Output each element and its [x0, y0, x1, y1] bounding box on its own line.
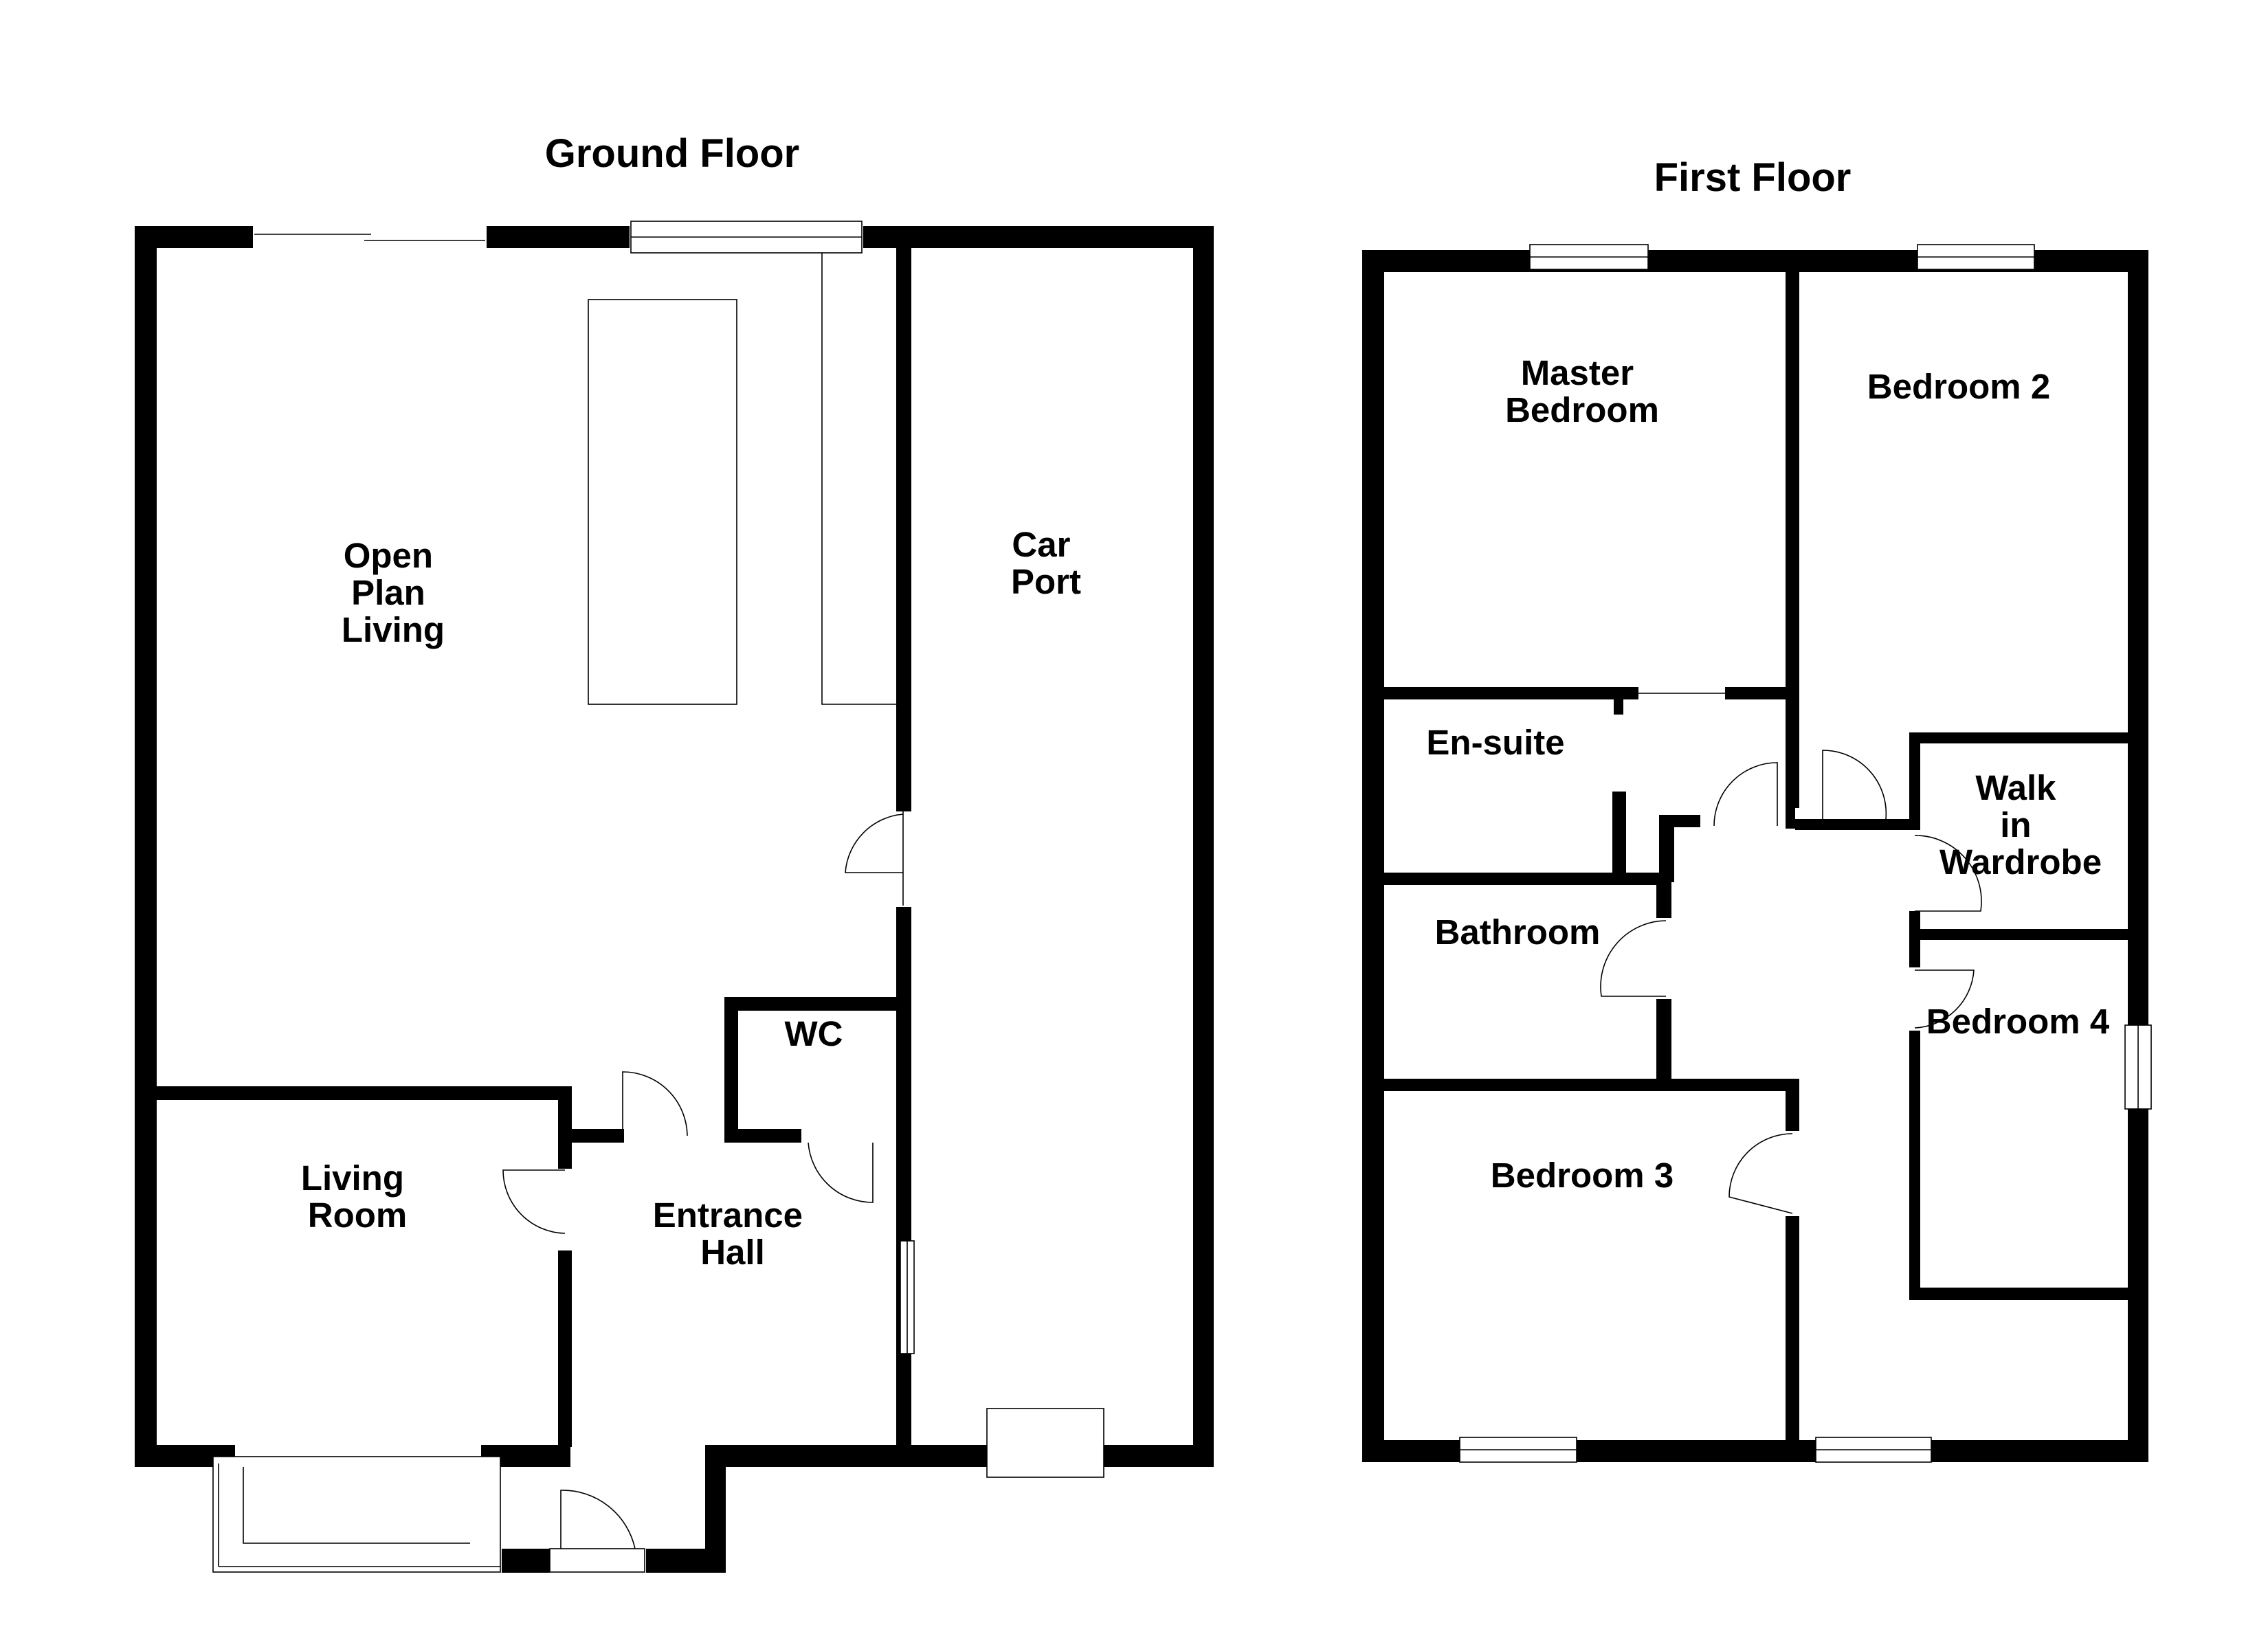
room-bedroom-2: Bedroom 2 — [1867, 367, 2050, 406]
room-en-suite: En-suite — [1426, 723, 1564, 762]
room-living-room: Living Room — [301, 1158, 414, 1235]
room-wc: WC — [785, 1014, 843, 1053]
room-entrance-hall: Entrance Hall — [653, 1196, 812, 1272]
first-floor-title: First Floor — [1654, 155, 1852, 200]
room-open-plan-living: Open Plan Living — [342, 536, 445, 649]
room-walk-in-wardrobe: Walk in Wardrobe — [1939, 768, 2102, 882]
ground-floor-title: Ground Floor — [545, 131, 800, 176]
first-floor-fittings — [1459, 244, 2152, 1463]
room-car-port: Car Port — [1011, 525, 1081, 601]
first-floor-room-labels: Master Bedroom Bedroom 2 En-suite Walk i… — [1426, 353, 2109, 1195]
room-bedroom-4: Bedroom 4 — [1926, 1002, 2110, 1041]
first-floor-walls — [1362, 250, 2148, 1462]
first-floor-plan: First Floor — [1362, 155, 2152, 1463]
room-master-bedroom: Master Bedroom — [1505, 353, 1659, 429]
ground-floor-room-labels: Open Plan Living Car Port WC Living Room… — [301, 525, 1081, 1272]
room-bathroom: Bathroom — [1435, 912, 1601, 952]
ground-floor-fittings — [212, 221, 1104, 1573]
room-bedroom-3: Bedroom 3 — [1491, 1156, 1674, 1195]
ground-floor-plan: Ground Floor — [135, 131, 1214, 1573]
ground-floor-walls — [135, 226, 1214, 1573]
